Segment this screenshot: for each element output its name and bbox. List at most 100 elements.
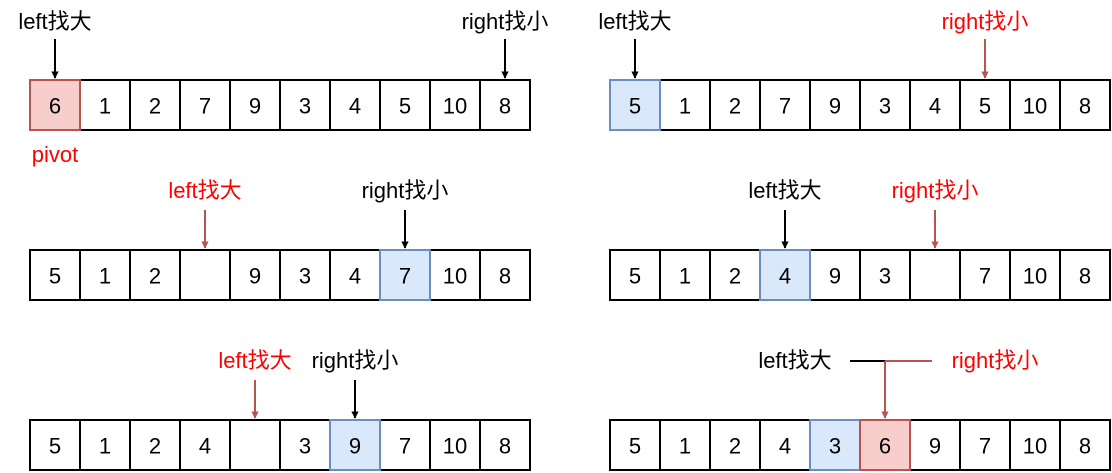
array-cell: 7 (379, 419, 431, 471)
array-cell-value: 5 (629, 94, 641, 119)
right-pointer-label: right找小 (462, 9, 549, 34)
array-cell-value: 8 (499, 434, 511, 459)
array-cell-value: 2 (149, 94, 161, 119)
array-cell: 10 (429, 419, 481, 471)
array-cell-value: 10 (1023, 94, 1047, 119)
array-cell-value: 6 (49, 94, 61, 119)
array-cell-box (329, 79, 381, 131)
array-cell-value: 8 (499, 94, 511, 119)
array-cell: 8 (479, 419, 531, 471)
right-pointer-label: right找小 (952, 348, 1039, 373)
pivot-caption: pivot (32, 142, 78, 167)
array-cell-value: 7 (399, 434, 411, 459)
array-cell-box (809, 419, 861, 471)
array-cell: 8 (1059, 419, 1111, 471)
array-cell-value: 4 (199, 434, 211, 459)
left-pointer-label: left找大 (758, 348, 831, 373)
array-cell-box (179, 419, 231, 471)
array-cell-value: 2 (149, 264, 161, 289)
array-cell-box (659, 249, 711, 301)
array-cell: 4 (329, 249, 381, 301)
left-pointer-label: left找大 (218, 348, 291, 373)
array-cell: 2 (709, 249, 761, 301)
array-cell: 1 (79, 419, 131, 471)
array-cell-box (179, 249, 231, 301)
array-cell: 5 (959, 79, 1011, 131)
array-cell: 10 (429, 249, 481, 301)
array-cell-box (1059, 79, 1111, 131)
array-cell-value: 10 (1023, 434, 1047, 459)
array-cell-value: 3 (299, 94, 311, 119)
array-cell-value: 1 (99, 264, 111, 289)
right-pointer-label: right找小 (942, 9, 1029, 34)
array-cell-value: 3 (829, 434, 841, 459)
right-pointer-label: right找小 (312, 348, 399, 373)
array-cell-box (709, 79, 761, 131)
array-cell-value: 4 (349, 264, 361, 289)
array-cell-value: 5 (979, 94, 991, 119)
array-cell: 5 (609, 79, 661, 131)
array-cell: 4 (759, 419, 811, 471)
array-cell-value: 7 (399, 264, 411, 289)
array-cell-value: 7 (979, 264, 991, 289)
array-cell: 7 (379, 249, 431, 301)
array-cell: 5 (29, 419, 81, 471)
array-cell: 2 (129, 249, 181, 301)
array-cell: 10 (1009, 419, 1061, 471)
array-cell-value: 4 (349, 94, 361, 119)
array-cell-value: 1 (679, 264, 691, 289)
array-cell-value: 3 (879, 264, 891, 289)
array-cell-box (859, 419, 911, 471)
array-cell: 2 (709, 419, 761, 471)
array-cell-value: 8 (1079, 264, 1091, 289)
array-cell: 9 (809, 249, 861, 301)
array-cell-box (229, 249, 281, 301)
array-cell: 5 (29, 249, 81, 301)
array-cell-box (1059, 249, 1111, 301)
array-cell-value: 5 (49, 264, 61, 289)
right-pointer-label: right找小 (892, 178, 979, 203)
array-cell: 8 (479, 79, 531, 131)
array-cell-value: 10 (1023, 264, 1047, 289)
array-cell-value: 8 (1079, 434, 1091, 459)
array-cell-value: 5 (399, 94, 411, 119)
array-cell-box (29, 249, 81, 301)
array-cell-box (79, 419, 131, 471)
array-cell: 7 (759, 79, 811, 131)
array-cell-box (379, 79, 431, 131)
array-cell-box (129, 419, 181, 471)
array-cell: 7 (959, 249, 1011, 301)
array-cell-box (609, 249, 661, 301)
array-cell: 8 (479, 249, 531, 301)
array-cell-box (229, 419, 281, 471)
array-cell-value: 1 (679, 434, 691, 459)
array-cell: 3 (279, 79, 331, 131)
array-cell-value: 2 (149, 434, 161, 459)
array-cell: 1 (659, 79, 711, 131)
array-cell-box (279, 249, 331, 301)
left-pointer-label: left找大 (748, 178, 821, 203)
array-cell-box (659, 79, 711, 131)
array-cell-box (1059, 419, 1111, 471)
array-cell-box (609, 419, 661, 471)
array-cell: 6 (29, 79, 81, 131)
array-cell-value: 3 (879, 94, 891, 119)
array-cell: 10 (1009, 79, 1061, 131)
array-cell: 9 (329, 419, 381, 471)
array-cell-value: 9 (829, 264, 841, 289)
array-cell: 4 (759, 249, 811, 301)
array-cell-box (279, 419, 331, 471)
array-cell-value: 7 (779, 94, 791, 119)
array-cell-value: 3 (299, 434, 311, 459)
array-cell (179, 249, 231, 301)
array-cell-box (1009, 419, 1061, 471)
array-cell-box (129, 79, 181, 131)
array-cell: 7 (179, 79, 231, 131)
array-cell-value: 10 (443, 94, 467, 119)
array-cell-value: 10 (443, 264, 467, 289)
